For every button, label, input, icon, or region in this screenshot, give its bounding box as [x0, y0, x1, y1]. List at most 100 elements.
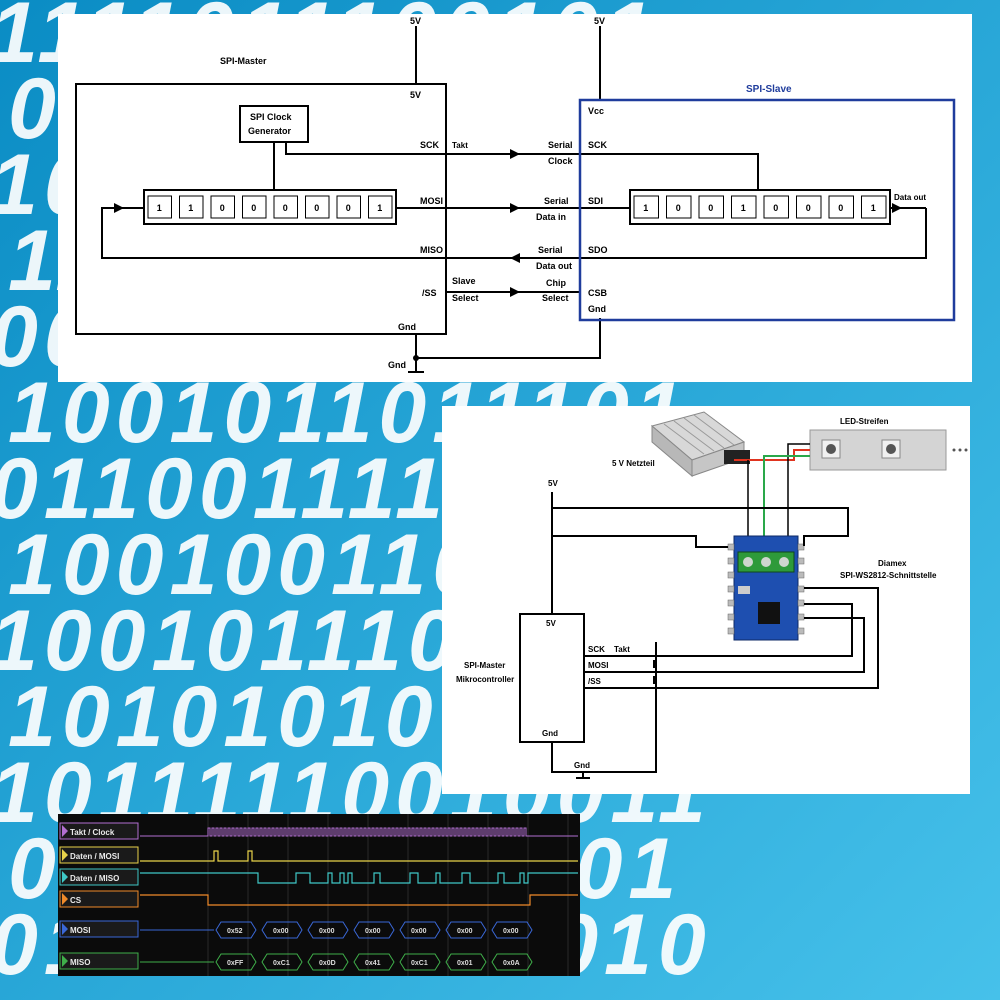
register-cell	[368, 195, 393, 219]
register-bit: 1	[643, 203, 648, 213]
byte-value: 0xFF	[227, 960, 244, 967]
byte-value: 0x00	[319, 928, 335, 935]
register-cell	[305, 195, 330, 219]
byte-value: 0x00	[273, 928, 289, 935]
master-gnd-label: Gnd	[398, 322, 416, 332]
slave-sdo-label: SDO	[588, 245, 608, 255]
led-strip-image	[809, 429, 968, 471]
chip-select-line2: Select	[542, 293, 569, 303]
byte-value: 0xC1	[411, 960, 428, 967]
channel-label: CS	[70, 896, 82, 905]
data-out-label: Data out	[894, 193, 926, 202]
channel-marker-icon	[62, 893, 68, 905]
channel-label: Takt / Clock	[70, 828, 115, 837]
supply-right-label: 5V	[594, 16, 605, 26]
mcu-mosi-label: MOSI	[588, 661, 608, 670]
byte-cell	[307, 953, 349, 971]
slave-title: SPI-Slave	[746, 84, 792, 95]
channel-label: Daten / MOSI	[70, 852, 119, 861]
byte-cell	[399, 953, 441, 971]
register-bit: 0	[251, 203, 256, 213]
register-cell	[828, 195, 854, 219]
register-bit: 0	[708, 203, 713, 213]
register-cell	[336, 195, 361, 219]
mcu-takt-label: Takt	[614, 645, 630, 654]
byte-value: 0x00	[411, 928, 427, 935]
led-strip-label: LED-Streifen	[840, 417, 889, 426]
byte-cell	[491, 953, 533, 971]
channel-marker-icon	[62, 849, 68, 861]
channel-label-box[interactable]	[59, 952, 139, 970]
register-bit: 0	[346, 203, 351, 213]
chip-select-line1: Chip	[546, 278, 566, 288]
channel-label-box[interactable]	[59, 890, 139, 908]
psu-label: 5 V Netzteil	[612, 459, 655, 468]
mosi-label: MOSI	[420, 196, 443, 206]
cs-waveform	[140, 894, 578, 906]
wiring-ground-label: Gnd	[574, 761, 590, 770]
register-cell	[698, 195, 724, 219]
byte-cell	[215, 953, 257, 971]
channel-label-box[interactable]	[59, 920, 139, 938]
ws2812-wiring-panel: 5 V Netzteil LED-Streifen 5V 5V SCK Takt…	[442, 406, 970, 794]
byte-cell	[353, 953, 395, 971]
channel-label-box[interactable]	[59, 868, 139, 886]
register-bit: 1	[377, 203, 382, 213]
board-title-line2: SPI-WS2812-Schnittstelle	[840, 571, 937, 580]
register-cell	[731, 195, 757, 219]
slave-select-line1: Slave	[452, 276, 476, 286]
ss-label: /SS	[422, 288, 437, 298]
byte-value: 0x0A	[503, 960, 520, 967]
byte-value: 0x52	[227, 928, 243, 935]
register-bit: 0	[773, 203, 778, 213]
byte-cell	[353, 921, 395, 939]
register-bit: 1	[871, 203, 876, 213]
master-title: SPI-Master	[220, 56, 267, 66]
power-supply-image	[650, 411, 750, 478]
channel-label: MISO	[70, 958, 90, 967]
mosi-waveform	[140, 850, 578, 862]
serial-datain-line2: Data in	[536, 212, 566, 222]
byte-cell	[307, 921, 349, 939]
byte-cell	[491, 921, 533, 939]
channel-label-box[interactable]	[59, 846, 139, 864]
slave-gnd-label: Gnd	[588, 304, 606, 314]
register-bit: 0	[220, 203, 225, 213]
channel-label: MOSI	[70, 926, 90, 935]
mcu-sck-label: SCK	[588, 645, 605, 654]
register-cell	[763, 195, 789, 219]
serial-dataout-line1: Serial	[538, 245, 563, 255]
takt-label: Takt	[452, 141, 468, 150]
ws2812-wiring: 5 V Netzteil LED-Streifen 5V 5V SCK Takt…	[456, 411, 968, 779]
register-bit: 0	[838, 203, 843, 213]
channel-marker-icon	[62, 955, 68, 967]
register-bit: 1	[188, 203, 193, 213]
master-vcc-label: 5V	[410, 90, 421, 100]
register-cell	[179, 195, 204, 219]
byte-value: 0x41	[365, 960, 381, 967]
register-cell	[273, 195, 298, 219]
register-cell	[666, 195, 692, 219]
wiring-supply-label: 5V	[548, 479, 558, 488]
diamex-board	[727, 535, 805, 641]
register-bit: 0	[283, 203, 288, 213]
slave-vcc-label: Vcc	[588, 106, 604, 116]
byte-value: 0x01	[457, 960, 473, 967]
sck-label: SCK	[420, 140, 440, 150]
register-cell	[861, 195, 887, 219]
register-cell	[796, 195, 822, 219]
channel-label-box[interactable]	[59, 822, 139, 840]
mcu-title-line1: SPI-Master	[464, 661, 505, 670]
byte-cell	[215, 921, 257, 939]
byte-cell	[261, 953, 303, 971]
miso-waveform	[140, 872, 578, 884]
register-bit: 1	[741, 203, 746, 213]
ground-label: Gnd	[388, 360, 406, 370]
byte-value: 0x00	[365, 928, 381, 935]
register-cell	[242, 195, 267, 219]
serial-datain-line1: Serial	[544, 196, 569, 206]
